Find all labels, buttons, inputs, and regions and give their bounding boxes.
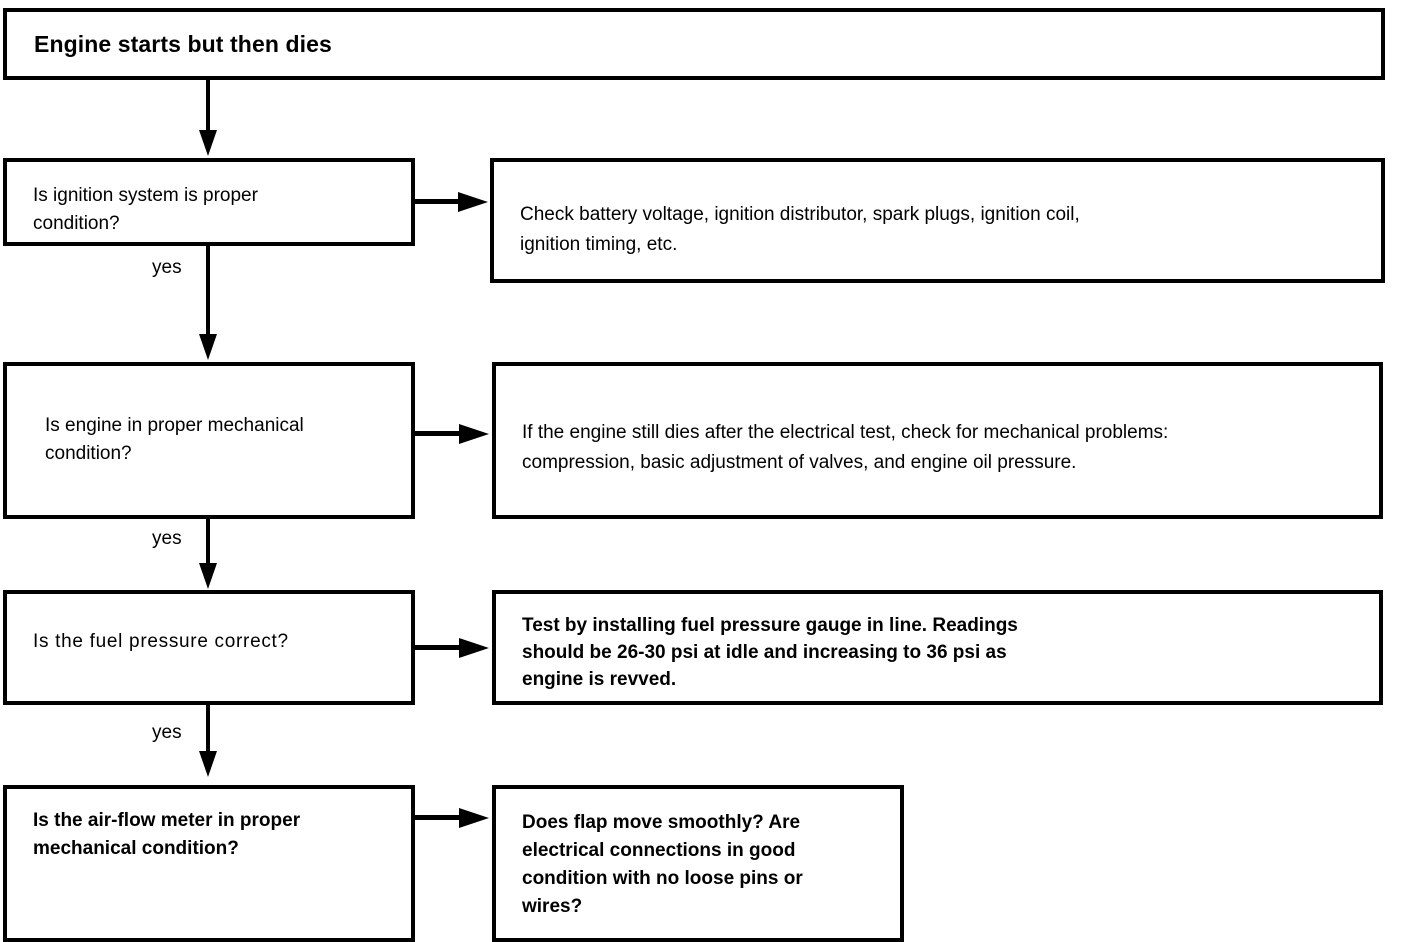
- connector-step4-to-answer4: [413, 815, 463, 820]
- connector-step3-to-step4: [206, 703, 210, 755]
- connector-title-to-step1: [206, 80, 210, 132]
- answer-text-fuel-pressure: Test by installing fuel pressure gauge i…: [522, 615, 1018, 690]
- answer-box-mechanical: If the engine still dies after the elect…: [492, 362, 1383, 519]
- question-box-mechanical[interactable]: Is engine in proper mechanical condition…: [3, 362, 415, 519]
- branch-label-yes-1: yes: [152, 257, 182, 278]
- connector-step2-to-answer2: [413, 431, 463, 436]
- arrow-down-title-to-step1: [199, 130, 217, 156]
- arrow-right-step4-to-answer4: [459, 808, 489, 828]
- connector-step4-continuation: [206, 938, 210, 942]
- answer-box-air-flow-meter: Does flap move smoothly? Are electrical …: [492, 785, 904, 942]
- connector-step2-to-step3: [206, 517, 210, 569]
- connector-step1-to-step2: [206, 244, 210, 338]
- answer-box-fuel-pressure: Test by installing fuel pressure gauge i…: [492, 590, 1383, 705]
- answer-text-ignition: Check battery voltage, ignition distribu…: [520, 204, 1080, 255]
- question-box-air-flow-meter[interactable]: Is the air-flow meter in proper mechanic…: [3, 785, 415, 942]
- connector-step1-to-answer1: [413, 199, 461, 204]
- arrow-down-step3-to-step4: [199, 751, 217, 777]
- question-text-mechanical: Is engine in proper mechanical condition…: [45, 415, 304, 464]
- flowchart-title-box: Engine starts but then dies: [3, 8, 1385, 80]
- question-text-air-flow-meter: Is the air-flow meter in proper mechanic…: [33, 810, 301, 859]
- arrow-down-step2-to-step3: [199, 563, 217, 589]
- arrow-down-step1-to-step2: [199, 334, 217, 360]
- arrow-right-step1-to-answer1: [458, 192, 488, 212]
- answer-text-air-flow-meter: Does flap move smoothly? Are electrical …: [522, 812, 803, 917]
- page-title: Engine starts but then dies: [34, 31, 332, 57]
- answer-text-mechanical: If the engine still dies after the elect…: [522, 422, 1169, 473]
- branch-label-yes-2: yes: [152, 528, 182, 549]
- branch-label-yes-3: yes: [152, 722, 182, 743]
- question-box-fuel-pressure[interactable]: Is the fuel pressure correct?: [3, 590, 415, 705]
- question-text-fuel-pressure: Is the fuel pressure correct?: [33, 631, 289, 652]
- question-box-ignition[interactable]: Is ignition system is proper condition?: [3, 158, 415, 246]
- arrow-right-step2-to-answer2: [459, 424, 489, 444]
- connector-step3-to-answer3: [413, 645, 463, 650]
- arrow-right-step3-to-answer3: [459, 638, 489, 658]
- answer-box-ignition: Check battery voltage, ignition distribu…: [490, 158, 1385, 283]
- question-text-ignition: Is ignition system is proper condition?: [33, 185, 258, 234]
